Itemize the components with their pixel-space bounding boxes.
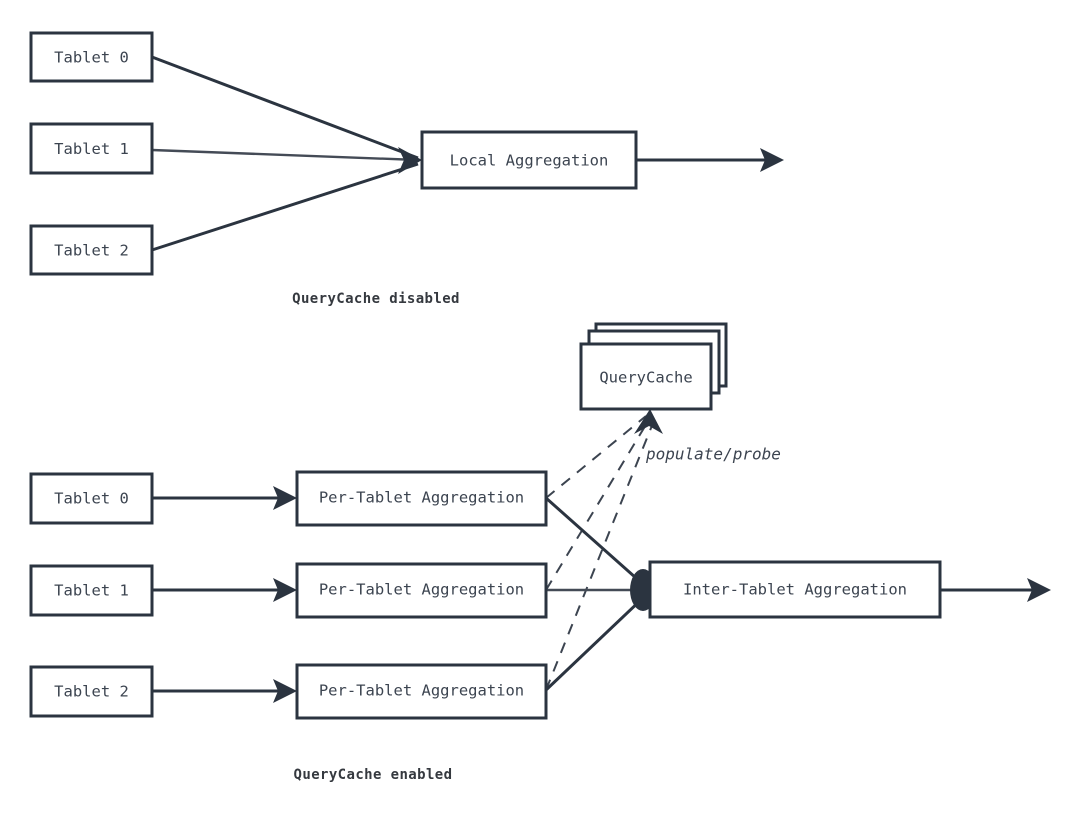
tablet-1-box-disabled[interactable] [29, 122, 154, 175]
tablet-1-label-enabled: Tablet 1 [54, 582, 129, 600]
caption-querycache-enabled: QueryCache enabled [294, 767, 453, 783]
tablet-2-box-disabled[interactable] [29, 224, 154, 276]
edge-per-tablet-0-to-inter-tablet [545, 496, 646, 588]
querycache-box[interactable] [579, 342, 713, 411]
node-per-tablet-aggregation-0[interactable]: Per-Tablet Aggregation [295, 470, 548, 527]
tablet-0-box-disabled[interactable] [29, 31, 154, 83]
node-tablet-0-enabled[interactable]: Tablet 0 [29, 472, 154, 525]
inter-tablet-aggregation-box[interactable] [648, 560, 942, 619]
node-querycache[interactable]: QueryCache [579, 322, 728, 411]
per-tablet-aggregation-1-label: Per-Tablet Aggregation [319, 581, 524, 599]
node-per-tablet-aggregation-1[interactable]: Per-Tablet Aggregation [295, 562, 548, 619]
arrowhead-into-local-aggregation [398, 147, 422, 174]
tablet-2-label-enabled: Tablet 2 [54, 683, 129, 701]
per-tablet-aggregation-0-box[interactable] [295, 470, 548, 527]
arrowhead-inter-tablet-output [1027, 578, 1051, 602]
node-tablet-1-disabled[interactable]: Tablet 1 [29, 122, 154, 175]
edge-per-tablet-2-to-querycache [545, 417, 656, 691]
tablet-2-label-disabled: Tablet 2 [54, 242, 129, 260]
arrowhead-per-tablet-1 [273, 578, 297, 602]
edge-per-tablet-0-to-querycache [545, 415, 647, 499]
edge-tablet1-to-local-aggregation [151, 148, 419, 162]
tablet-0-label-enabled: Tablet 0 [54, 490, 129, 508]
tablet-2-box-enabled[interactable] [29, 665, 154, 718]
tablet-0-label-disabled: Tablet 0 [54, 49, 129, 67]
caption-querycache-disabled: QueryCache disabled [292, 291, 460, 307]
edges-per-tablet-to-inter-tablet [544, 496, 656, 692]
edges-tablets-to-local-aggregation [151, 55, 422, 252]
per-tablet-aggregation-2-label: Per-Tablet Aggregation [319, 682, 524, 700]
edge-inter-tablet-output [940, 578, 1051, 602]
edge-per-tablet-2-to-inter-tablet [544, 594, 647, 692]
node-local-aggregation[interactable]: Local Aggregation [420, 130, 638, 190]
edges-populate-probe [545, 409, 663, 691]
populate-probe-annotation: populate/probe [645, 445, 781, 464]
querycache-label: QueryCache [599, 369, 692, 387]
arrowhead-into-querycache [634, 409, 663, 434]
arrowhead-local-aggregation-output [760, 148, 784, 172]
edge-local-aggregation-output [636, 148, 784, 172]
arrowhead-per-tablet-0 [273, 486, 297, 510]
per-tablet-aggregation-0-label: Per-Tablet Aggregation [319, 489, 524, 507]
edge-per-tablet-1-to-querycache [545, 417, 651, 591]
section-querycache-disabled: Tablet 0 Tablet 1 Tablet 2 Local Aggrega… [29, 31, 784, 307]
local-aggregation-label: Local Aggregation [450, 152, 609, 170]
inter-tablet-aggregation-label: Inter-Tablet Aggregation [683, 581, 907, 599]
section-querycache-enabled: QueryCache populate/probe Tablet 0 Table… [29, 322, 1051, 783]
edge-tablet0-to-local-aggregation [151, 55, 419, 160]
node-tablet-2-enabled[interactable]: Tablet 2 [29, 665, 154, 718]
edges-tablets-to-per-tablet [152, 486, 297, 703]
node-tablet-2-disabled[interactable]: Tablet 2 [29, 224, 154, 276]
tablet-1-label-disabled: Tablet 1 [54, 140, 129, 158]
edge-tablet2-to-local-aggregation [151, 162, 419, 252]
per-tablet-aggregation-1-box[interactable] [295, 562, 548, 619]
arrowhead-per-tablet-2 [273, 679, 297, 703]
node-tablet-0-disabled[interactable]: Tablet 0 [29, 31, 154, 83]
per-tablet-aggregation-2-box[interactable] [295, 663, 548, 720]
node-inter-tablet-aggregation[interactable]: Inter-Tablet Aggregation [648, 560, 942, 619]
node-per-tablet-aggregation-2[interactable]: Per-Tablet Aggregation [295, 663, 548, 720]
node-tablet-1-enabled[interactable]: Tablet 1 [29, 564, 154, 617]
